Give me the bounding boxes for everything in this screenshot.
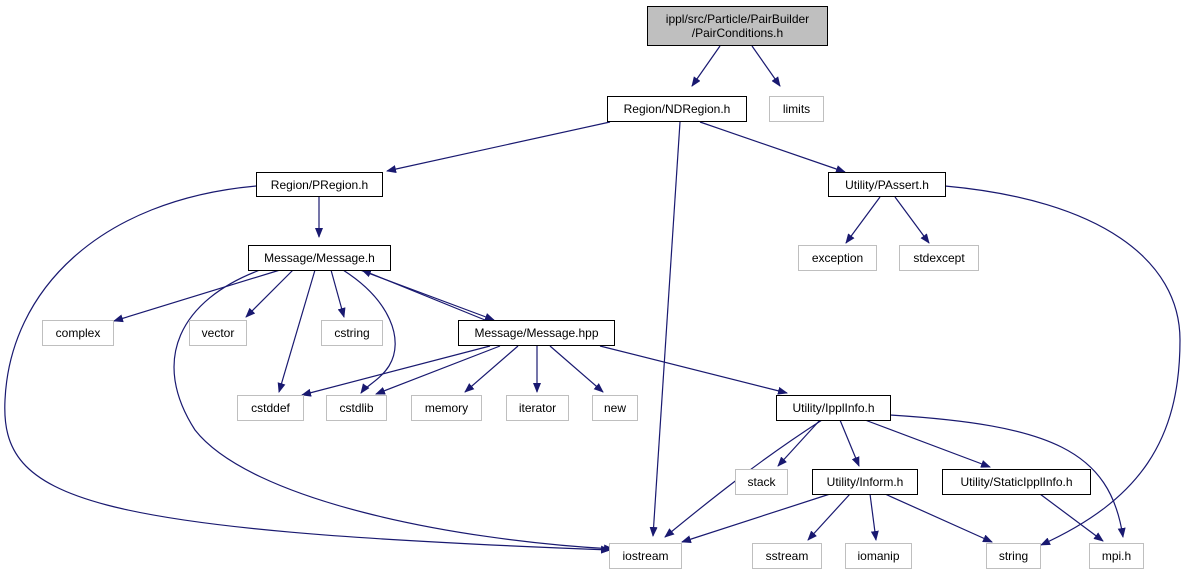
node-cstring: cstring bbox=[321, 320, 383, 346]
node-label: Utility/IpplInfo.h bbox=[792, 401, 875, 415]
node-label: cstdlib bbox=[339, 401, 374, 415]
edge-passert-exception bbox=[845, 196, 881, 244]
edge-inform-iomanip bbox=[869, 493, 879, 541]
edge-pregion-iostream bbox=[4, 185, 611, 554]
edge-inform-sstream bbox=[807, 493, 851, 541]
node-label: cstddef bbox=[251, 401, 290, 415]
edge-hpp-memory bbox=[464, 345, 519, 393]
node-label: Region/NDRegion.h bbox=[623, 102, 731, 116]
node-cstdlib: cstdlib bbox=[326, 395, 387, 421]
node-label: stdexcept bbox=[913, 251, 965, 265]
edge-message-complex bbox=[113, 269, 281, 323]
node-label: stack bbox=[747, 475, 776, 489]
edge-root-limits bbox=[751, 45, 781, 87]
node-new: new bbox=[592, 395, 638, 421]
edge-inform-iostream bbox=[681, 493, 831, 544]
edge-inform-string bbox=[884, 493, 993, 543]
node-cstddef: cstddef bbox=[237, 395, 304, 421]
node-label: Utility/Inform.h bbox=[826, 475, 904, 489]
node-label: mpi.h bbox=[1101, 549, 1132, 563]
node-staticipplinfo[interactable]: Utility/StaticIpplInfo.h bbox=[942, 469, 1091, 495]
edge-passert-string bbox=[944, 185, 1181, 546]
edge-passert-stdexcept bbox=[894, 196, 930, 244]
edge-message-iostream bbox=[173, 269, 614, 553]
node-label: sstream bbox=[765, 549, 809, 563]
node-vector: vector bbox=[189, 320, 247, 346]
node-limits: limits bbox=[769, 96, 824, 122]
node-label: cstring bbox=[334, 326, 370, 340]
node-label: iterator bbox=[518, 401, 557, 415]
edge-hpp-new bbox=[549, 345, 604, 393]
edge-ipplinfo-mpi bbox=[889, 414, 1126, 538]
node-stdexcept: stdexcept bbox=[899, 245, 979, 271]
node-pregion[interactable]: Region/PRegion.h bbox=[256, 172, 383, 197]
edge-hpp-ipplinfo bbox=[599, 345, 788, 395]
edge-message-cstddef bbox=[277, 269, 316, 393]
node-label: Utility/PAssert.h bbox=[845, 177, 929, 192]
node-label: complex bbox=[55, 326, 101, 340]
node-label: Region/PRegion.h bbox=[270, 177, 369, 192]
edge-ipplinfo-stack bbox=[777, 419, 821, 467]
edge-message-vector bbox=[245, 269, 294, 318]
edge-message-cstdlib bbox=[342, 269, 396, 394]
node-exception: exception bbox=[798, 245, 877, 271]
edge-hpp-cstddef bbox=[301, 345, 491, 397]
node-label: new bbox=[603, 401, 626, 415]
node-sstream: sstream bbox=[752, 543, 822, 569]
node-label: ippl/src/Particle/PairBuilder /PairCondi… bbox=[665, 12, 810, 40]
edge-message-cstring bbox=[330, 269, 346, 318]
node-memory: memory bbox=[411, 395, 482, 421]
node-label: string bbox=[998, 549, 1029, 563]
node-message-h[interactable]: Message/Message.h bbox=[248, 245, 391, 271]
node-ipplinfo[interactable]: Utility/IpplInfo.h bbox=[776, 395, 891, 421]
node-label: Message/Message.hpp bbox=[474, 326, 599, 340]
node-label: exception bbox=[811, 251, 864, 265]
edge-ndregion-passert bbox=[699, 121, 846, 173]
edge-staticipplinfo-mpi bbox=[1039, 493, 1104, 542]
node-root-pairconditions[interactable]: ippl/src/Particle/PairBuilder /PairCondi… bbox=[647, 6, 828, 46]
edge-ndregion-iostream bbox=[649, 121, 681, 537]
node-label: Message/Message.h bbox=[264, 251, 375, 265]
node-label: iostream bbox=[622, 549, 669, 563]
edge-hpp-message bbox=[361, 269, 486, 321]
node-iterator: iterator bbox=[506, 395, 569, 421]
node-inform[interactable]: Utility/Inform.h bbox=[812, 469, 918, 495]
node-iomanip: iomanip bbox=[845, 543, 912, 569]
node-passert[interactable]: Utility/PAssert.h bbox=[828, 172, 946, 197]
node-ndregion[interactable]: Region/NDRegion.h bbox=[607, 96, 747, 122]
node-label: vector bbox=[201, 326, 235, 340]
edge-ipplinfo-staticipplinfo bbox=[864, 419, 991, 468]
node-mpi: mpi.h bbox=[1089, 543, 1144, 569]
node-label: Utility/StaticIpplInfo.h bbox=[960, 475, 1073, 489]
node-label: iomanip bbox=[857, 549, 900, 563]
node-complex: complex bbox=[42, 320, 114, 346]
node-label: memory bbox=[424, 401, 469, 415]
edge-hpp-cstdlib bbox=[375, 345, 501, 395]
node-string: string bbox=[986, 543, 1041, 569]
node-stack: stack bbox=[735, 469, 788, 495]
node-label: limits bbox=[782, 102, 811, 116]
node-message-hpp[interactable]: Message/Message.hpp bbox=[458, 320, 615, 346]
edge-ndregion-pregion bbox=[386, 121, 611, 173]
node-iostream: iostream bbox=[609, 543, 682, 569]
edge-root-ndregion bbox=[691, 45, 721, 87]
edge-ipplinfo-inform bbox=[839, 419, 860, 467]
